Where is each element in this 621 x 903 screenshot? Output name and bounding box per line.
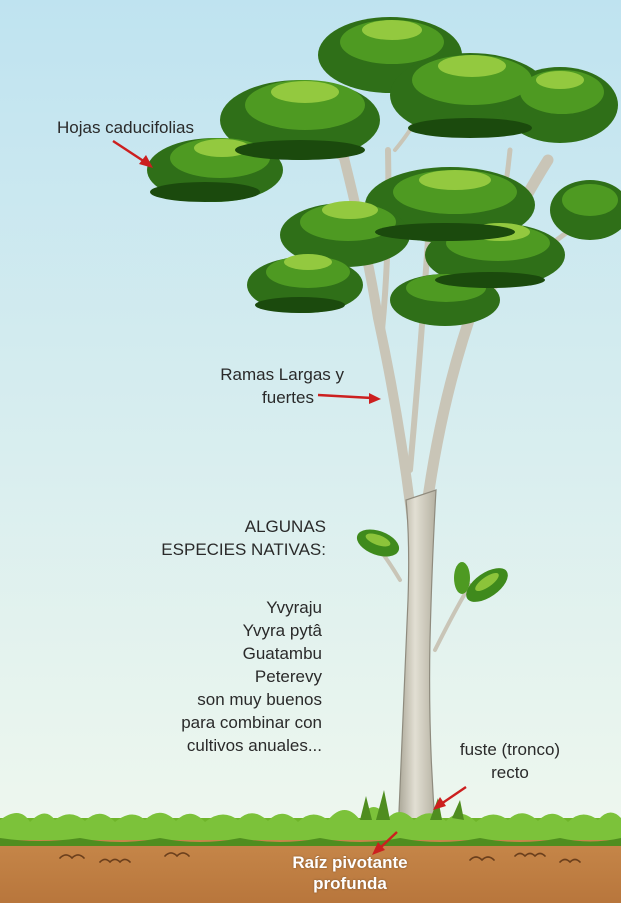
label-species-list: Yvyraju Yvyra pytâ Guatambu Peterevy son… <box>60 596 322 757</box>
label-branches: Ramas Largas y fuertes <box>150 363 344 409</box>
label-root-line-2: profunda <box>255 873 445 894</box>
label-branches-line-2: fuertes <box>150 386 344 409</box>
label-trunk-line-2: recto <box>440 761 580 784</box>
species-note: cultivos anuales... <box>60 734 322 757</box>
label-species-heading: ALGUNAS ESPECIES NATIVAS: <box>120 515 326 561</box>
species-note: son muy buenos <box>60 688 322 711</box>
species-heading-line-2: ESPECIES NATIVAS: <box>120 538 326 561</box>
label-trunk: fuste (tronco) recto <box>440 738 580 784</box>
label-root: Raíz pivotante profunda <box>255 852 445 894</box>
label-trunk-line-1: fuste (tronco) <box>440 738 580 761</box>
species-item: Peterevy <box>60 665 322 688</box>
label-root-line-1: Raíz pivotante <box>255 852 445 873</box>
species-heading-line-1: ALGUNAS <box>120 515 326 538</box>
species-item: Guatambu <box>60 642 322 665</box>
species-item: Yvyra pytâ <box>60 619 322 642</box>
species-note: para combinar con <box>60 711 322 734</box>
label-branches-line-1: Ramas Largas y <box>150 363 344 386</box>
species-item: Yvyraju <box>60 596 322 619</box>
label-leaves: Hojas caducifolias <box>57 116 194 139</box>
